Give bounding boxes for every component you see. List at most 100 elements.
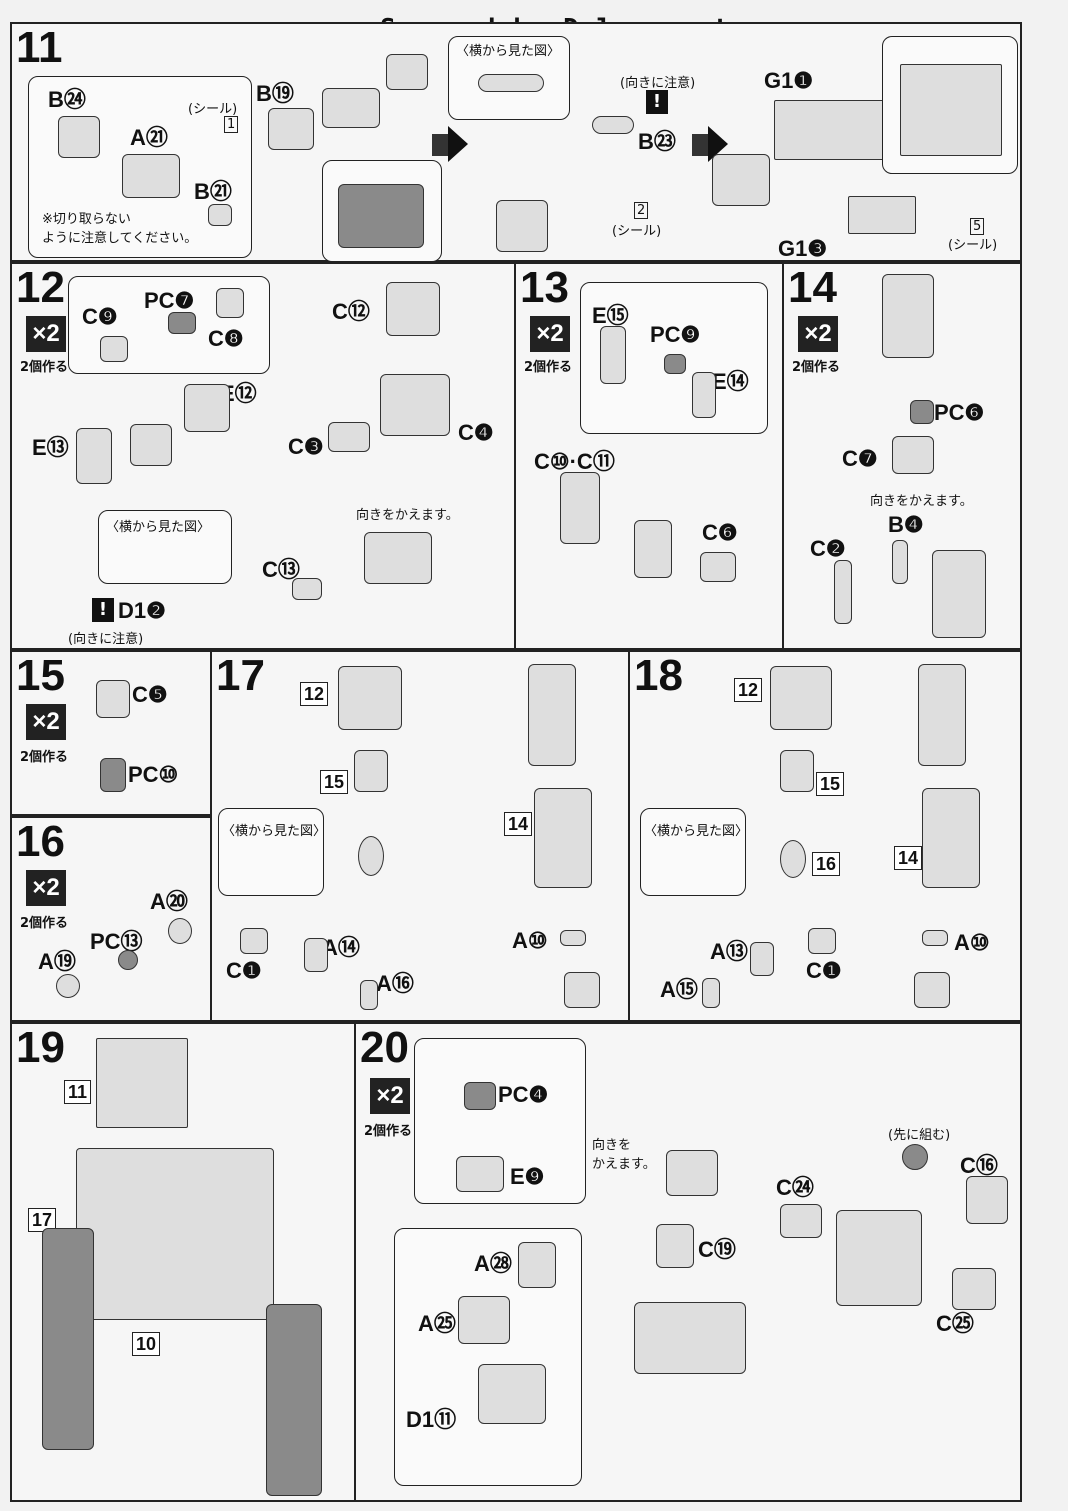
- thigh-part: [560, 472, 600, 544]
- part-label: A⑭: [322, 935, 360, 960]
- part-label: PC⑩: [128, 762, 179, 787]
- backpack-part: [634, 1302, 746, 1374]
- part-label: E⑮: [592, 303, 629, 328]
- direction-change-note: 向きを かえます。: [592, 1138, 656, 1172]
- times-two-badge: ×2: [26, 870, 66, 906]
- direction-change-note: 向きをかえます。: [356, 508, 459, 523]
- foot-part: [914, 972, 950, 1008]
- head-part: [496, 200, 548, 252]
- part-label: C❻: [702, 520, 738, 545]
- step-ref: 12: [300, 682, 329, 706]
- caution-icon: !: [92, 598, 114, 622]
- step-ref: 15: [816, 772, 845, 796]
- part-label: C⑲: [698, 1237, 736, 1262]
- make-two-label: 2個作る: [524, 360, 573, 375]
- make-two-label: 2個作る: [20, 916, 69, 931]
- head-assembly: [96, 1038, 188, 1128]
- part-label: PC❹: [498, 1082, 549, 1107]
- leg-part: [534, 788, 592, 888]
- part-label: C❼: [842, 446, 878, 471]
- step-19-panel: 19 11 17 10: [10, 1022, 356, 1502]
- foot-part: [780, 750, 814, 792]
- knee-part: [76, 428, 112, 484]
- leg-part: [932, 550, 986, 638]
- part-label: C❺: [132, 682, 168, 707]
- direction-note: (向きに注意): [620, 76, 696, 91]
- leg-part: [364, 532, 432, 584]
- leg-assembly: [266, 1304, 322, 1496]
- seal-number: 5: [970, 218, 985, 235]
- times-two-badge: ×2: [26, 704, 66, 740]
- foot-part: [922, 930, 948, 946]
- part-label: A⑳: [150, 889, 188, 914]
- leg-assembly: [42, 1228, 94, 1450]
- side-view-label: 〈横から見た図〉: [222, 824, 327, 839]
- ankle-part: [358, 836, 384, 876]
- step-number: 18: [634, 651, 683, 700]
- part-label: C❹: [458, 420, 494, 445]
- step-number: 16: [16, 817, 65, 866]
- backpack-part: [966, 1176, 1008, 1224]
- step-number: 14: [788, 263, 837, 312]
- times-two-badge: ×2: [798, 316, 838, 352]
- step-ref: 14: [504, 812, 533, 836]
- leg-part: [882, 274, 934, 358]
- step-ref: 11: [64, 1080, 92, 1104]
- foot-part: [702, 978, 720, 1008]
- part-label: A⑯: [376, 971, 414, 996]
- knee-part: [184, 384, 230, 432]
- step-16-panel: 16 ×2 2個作る A⑳ PC⑬ A⑲: [10, 816, 212, 1022]
- leg-part: [922, 788, 980, 888]
- cut-warning-note: ※切り取らない ように注意してください。: [42, 212, 198, 246]
- leg-part: [834, 560, 852, 624]
- step-number: 15: [16, 651, 65, 700]
- part-label: C⑩·C⑪: [534, 449, 615, 474]
- ankle-part: [56, 974, 80, 998]
- step-number: 11: [16, 23, 63, 72]
- head-part: [322, 88, 380, 128]
- antenna-part: [900, 64, 1002, 156]
- part-label: C㉕: [936, 1311, 974, 1336]
- leg-part: [918, 664, 966, 766]
- step-arrow: [692, 134, 710, 156]
- backpack-part: [836, 1210, 922, 1306]
- step-11-panel: 11 B㉔ A㉑ B㉑ B⑲ (シール) ※切り取らない ように注意してください…: [10, 22, 1022, 262]
- part-label: B㉔: [48, 87, 86, 112]
- seal-number: 2: [634, 202, 649, 219]
- leg-part: [338, 666, 402, 730]
- thigh-part: [692, 372, 716, 418]
- step-ref: 15: [320, 770, 349, 794]
- step-13-panel: 13 ×2 2個作る E⑮ PC❾ E⑭ C⑩·C⑪ C❻: [514, 262, 784, 650]
- polycap: [168, 312, 196, 334]
- leg-part: [770, 666, 832, 730]
- head-part: [386, 54, 428, 90]
- backpack-part: [456, 1156, 504, 1192]
- polycap: [464, 1082, 496, 1110]
- head-part: [268, 108, 314, 150]
- polycap: [902, 1144, 928, 1170]
- direction-change-note: 向きをかえます。: [870, 494, 973, 509]
- seal-note: (シール): [612, 224, 662, 239]
- foot-part: [304, 938, 328, 972]
- part-label: G1❸: [778, 236, 828, 261]
- part-label: C⑬: [262, 557, 300, 582]
- thigh-part: [700, 552, 736, 582]
- leg-part: [380, 374, 450, 436]
- antenna-part: [774, 100, 886, 160]
- step-number: 13: [520, 263, 569, 312]
- step-18-panel: 18 12 15 16 〈横から見た図〉 14 A⑩ A⑬ A⑮ C❶: [628, 650, 1022, 1022]
- side-view-label: 〈横から見た図〉: [456, 44, 561, 59]
- part-label: A㉘: [474, 1251, 512, 1276]
- part-label: PC❾: [650, 322, 701, 347]
- side-view-bubble: [640, 808, 746, 896]
- step-arrow: [448, 126, 468, 162]
- part-label: C❶: [806, 958, 842, 983]
- seal-note: (シール): [188, 102, 238, 117]
- foot-part: [808, 928, 836, 954]
- direction-note: (向きに注意): [68, 632, 144, 647]
- part-label: C㉔: [776, 1175, 814, 1200]
- seal-number: 1: [224, 116, 239, 133]
- foot-part: [564, 972, 600, 1008]
- backpack-part: [518, 1242, 556, 1288]
- part-label: PC❻: [934, 400, 985, 425]
